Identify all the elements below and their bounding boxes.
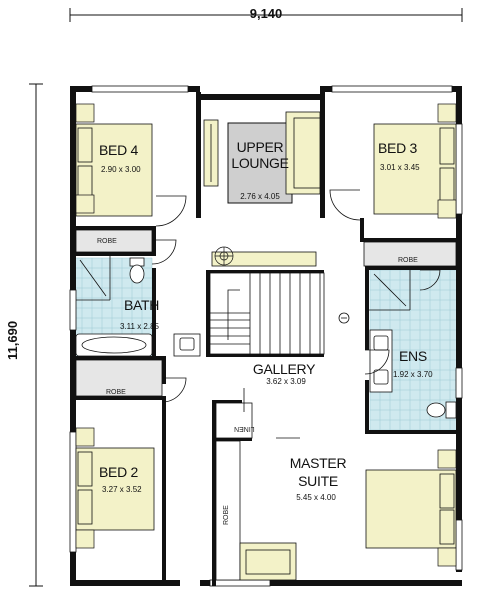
bed2-size: 3.27 x 3.52 [102,485,142,494]
staircase [209,272,325,355]
upper-lounge-size: 2.76 x 4.05 [240,192,280,201]
bed2-name: BED 2 [99,464,138,480]
robe-bed2 [75,359,163,397]
depth-dimension-line [29,83,43,587]
robe-bed4 [75,229,153,253]
bathtub [75,333,153,357]
bed2-bed [75,447,155,531]
linen-label: LINEN [234,425,255,432]
depth-dimension: 11,690 [5,320,20,360]
robe-bed3 [363,241,457,267]
shower-bath [76,256,111,301]
ens-name: ENS [399,348,427,364]
gallery-desk [211,251,317,267]
lounge-sofa [285,111,321,195]
gallery-name: GALLERY [252,361,316,377]
robe-master-label: ROBE [223,505,230,525]
robe-master [215,440,241,581]
bath-name: BATH [124,297,160,313]
windows [69,85,463,587]
lounge-rug [227,122,293,204]
robe-bed2-label: ROBE [106,389,126,396]
width-dimension: 9,140 [249,6,283,21]
width-dimension-line [69,8,463,22]
master-bed [365,469,457,549]
tv-unit [203,119,219,187]
interior-walls [76,92,456,586]
ens-vanity [369,329,393,393]
smoke-detector-icon [338,312,350,324]
bed3-name: BED 3 [378,140,417,156]
ens-size: 1.92 x 3.70 [393,370,433,379]
gallery-size: 3.62 x 3.09 [266,377,306,386]
master-suite-name-2: SUITE [298,473,338,489]
bath-vanity [173,333,201,357]
bath-size: 3.11 x 2.85 [120,322,159,331]
master-sofa [239,542,297,581]
robe-bed3-label: ROBE [398,257,418,264]
upper-lounge-name-1: UPPER [236,139,284,155]
doors [151,189,441,439]
linen-cupboard [215,402,253,439]
bed4-name: BED 4 [99,142,138,158]
bath-toilet [129,257,145,284]
ens-toilet [426,401,457,419]
bed3-bed [373,123,457,215]
robe-bed4-label: ROBE [97,238,117,245]
stair-arrow-icon [227,289,240,340]
master-suite-size: 5.45 x 4.00 [296,493,336,502]
bed4-size: 2.90 x 3.00 [101,165,141,174]
shower-ens [369,270,411,311]
pendant-light-icon [214,246,234,266]
master-suite-name-1: MASTER [289,455,347,471]
bedside-tables [75,103,457,567]
bed3-size: 3.01 x 3.45 [380,163,420,172]
upper-lounge-name-2: LOUNGE [231,155,289,171]
